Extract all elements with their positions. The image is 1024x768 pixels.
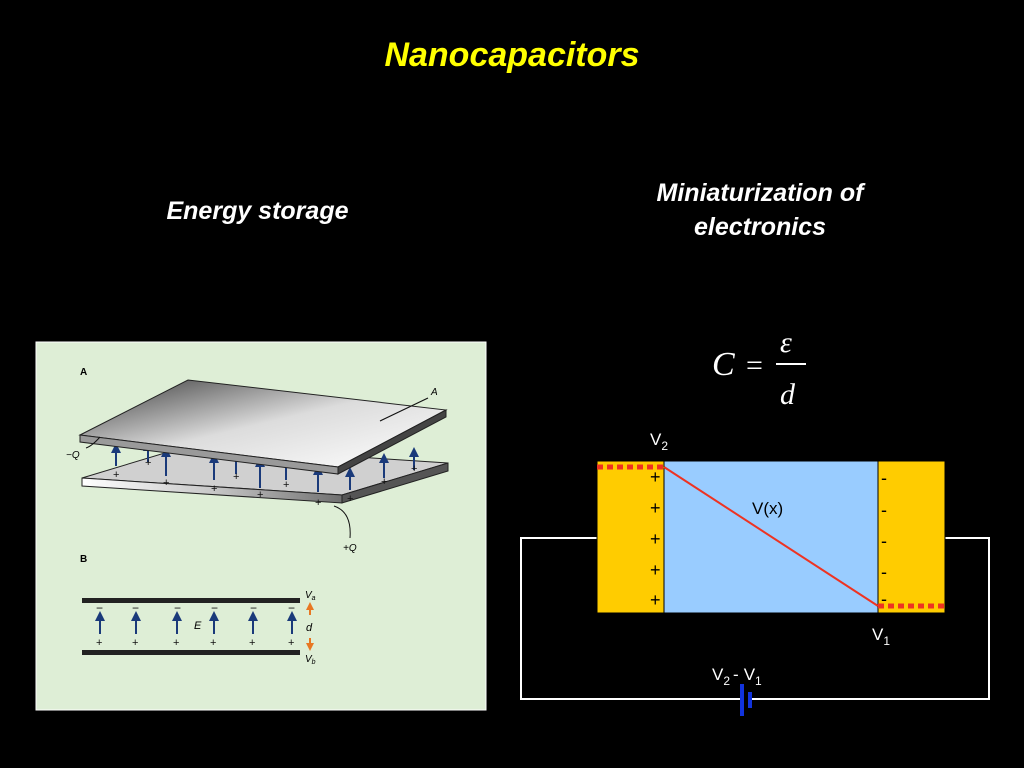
plus-sign: +: [132, 637, 138, 649]
capacitor-circuit: + + + + + - - - - - V(x) V2 V1 V2-V1: [520, 430, 990, 716]
minus-sign: −: [288, 601, 295, 615]
plus-sign: +: [163, 477, 169, 489]
parallel-plate-figure: A + +: [35, 341, 487, 711]
lower-plus-signs: + + + + + +: [96, 637, 294, 649]
minus-sign: -: [881, 589, 887, 609]
formula-equals: =: [746, 349, 763, 382]
minus-sign: −: [174, 601, 181, 615]
neg-charge-leader: [85, 436, 101, 449]
formula-numerator: ε: [780, 326, 792, 359]
energy-storage-heading: Energy storage: [166, 197, 349, 225]
plus-sign: +: [347, 493, 353, 505]
plus-sign: +: [249, 637, 255, 649]
neg-charge-label: −Q: [66, 450, 80, 461]
minus-sign: −: [132, 601, 139, 615]
capacitance-formula: C = ε d: [712, 326, 806, 411]
pos-charge-label: +Q: [343, 543, 357, 554]
top-plate: [78, 379, 448, 475]
area-leader-line: [379, 397, 429, 422]
lower-plate-section: [82, 650, 300, 655]
upper-minus-signs: − − − − − −: [96, 601, 295, 615]
plus-sign: +: [381, 476, 387, 488]
plus-sign: +: [650, 498, 661, 518]
plus-sign: +: [650, 590, 661, 610]
circuit-wire-left: [520, 537, 740, 700]
right-electrode-charges: - - - - -: [881, 468, 887, 609]
plus-sign: +: [650, 529, 661, 549]
bottom-plate-charges: + + + + + + + + + + +: [113, 457, 417, 509]
minus-sign: -: [881, 531, 887, 551]
v1-label: V1: [872, 625, 890, 648]
battery-voltage-label: V2-V1: [712, 665, 762, 688]
plus-sign: +: [650, 560, 661, 580]
plus-sign: +: [233, 471, 239, 483]
plus-sign: +: [113, 469, 119, 481]
minus-sign: −: [96, 601, 103, 615]
field-arrows-3d: [111, 441, 419, 492]
panel-b-label: B: [80, 554, 87, 565]
plus-sign: +: [145, 457, 151, 469]
field-label: E: [194, 620, 202, 632]
potential-line: [663, 466, 879, 607]
area-label: A: [430, 387, 438, 398]
plus-sign: +: [650, 467, 661, 487]
circuit-wire-right: [750, 537, 990, 700]
left-electrode: [596, 460, 665, 614]
miniaturization-heading: Miniaturization of electronics: [656, 179, 864, 241]
plus-sign: +: [411, 463, 417, 475]
formula-denominator: d: [780, 378, 796, 411]
panel-a-label: A: [80, 367, 87, 378]
plus-sign: +: [257, 489, 263, 501]
minus-sign: −: [250, 601, 257, 615]
vb-label: Vb: [305, 654, 316, 666]
minus-sign: -: [881, 468, 887, 488]
upper-plate-section: [82, 598, 300, 603]
bottom-plate: [81, 445, 449, 504]
field-arrows-2d: [95, 611, 297, 634]
vx-label: V(x): [752, 499, 783, 518]
plus-sign: +: [283, 479, 289, 491]
pos-charge-leader: [333, 505, 351, 539]
formula-lhs: C: [712, 346, 735, 383]
va-label: Va: [305, 590, 316, 602]
right-electrode: [877, 460, 946, 614]
v2-label: V2: [650, 430, 668, 453]
plus-sign: +: [315, 497, 321, 509]
minus-sign: −: [211, 601, 218, 615]
plus-sign: +: [96, 637, 102, 649]
plus-sign: +: [211, 483, 217, 495]
left-electrode-charges: + + + + +: [650, 467, 661, 610]
plus-sign: +: [210, 637, 216, 649]
plus-sign: +: [288, 637, 294, 649]
plus-sign: +: [173, 637, 179, 649]
slide-title: Nanocapacitors: [384, 36, 640, 74]
distance-label: d: [306, 622, 313, 634]
minus-sign: -: [881, 500, 887, 520]
minus-sign: -: [881, 562, 887, 582]
